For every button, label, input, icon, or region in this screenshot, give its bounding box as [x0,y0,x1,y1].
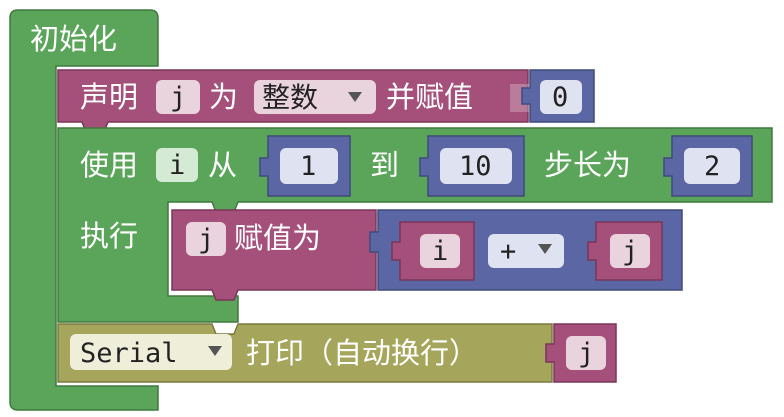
for-prefix-label: 使用 [80,148,138,182]
serial-value[interactable]: j [578,338,594,369]
svg-text:1: 1 [300,151,316,182]
setup-block[interactable]: 初始化 [9,9,159,411]
declare-variable-block[interactable]: 声明 j 为 整数 并赋值 [57,69,530,133]
svg-text:+: + [500,236,516,267]
svg-text:10: 10 [459,151,492,182]
assign-variable-field[interactable]: j [186,222,226,256]
for-do-label: 执行 [80,219,138,253]
setup-label: 初始化 [30,22,117,56]
serial-port-dropdown[interactable]: Serial [70,334,232,370]
for-loop-block[interactable]: 使用 i 从 1 到 10 步长为 2 执行 [57,127,773,323]
arithmetic-block[interactable]: i + j [369,209,683,291]
svg-text:i: i [169,150,185,181]
chevron-down-icon [208,346,222,356]
for-from-label: 从 [208,148,237,182]
serial-println-block[interactable]: Serial 打印（自动换行） [57,323,553,383]
for-step-label: 步长为 [544,148,631,182]
svg-text:j: j [622,236,638,267]
svg-text:j: j [198,224,214,255]
svg-text:j: j [170,82,186,113]
declare-suffix-label: 并赋值 [386,80,473,114]
number-block-from[interactable]: 1 [259,135,351,197]
variable-getter-j-serial[interactable]: j [545,323,617,383]
svg-text:i: i [432,236,448,267]
chevron-down-icon [348,92,362,102]
number-block-to[interactable]: 10 [419,135,525,197]
type-dropdown[interactable]: 整数 [254,80,376,114]
variable-getter-j[interactable]: j [587,221,663,281]
number-block-0[interactable]: 0 [521,69,595,123]
serial-print-label: 打印（自动换行） [246,336,478,370]
operator-dropdown[interactable]: + [488,234,564,268]
svg-text:整数: 整数 [262,81,318,114]
variable-getter-i[interactable]: i [391,221,475,281]
assign-variable-block[interactable]: j 赋值为 [171,209,377,301]
loop-variable-field[interactable]: i [156,148,198,182]
number-block-step[interactable]: 2 [663,135,753,197]
svg-text:2: 2 [704,151,720,182]
declare-value[interactable]: 0 [552,82,568,113]
declare-mid-label: 为 [209,80,238,114]
assign-label: 赋值为 [234,221,321,255]
svg-text:Serial: Serial [80,338,178,369]
for-to-label: 到 [370,148,399,182]
chevron-down-icon [538,244,552,254]
declare-prefix-label: 声明 [80,80,138,114]
declare-variable-field[interactable]: j [156,80,200,114]
